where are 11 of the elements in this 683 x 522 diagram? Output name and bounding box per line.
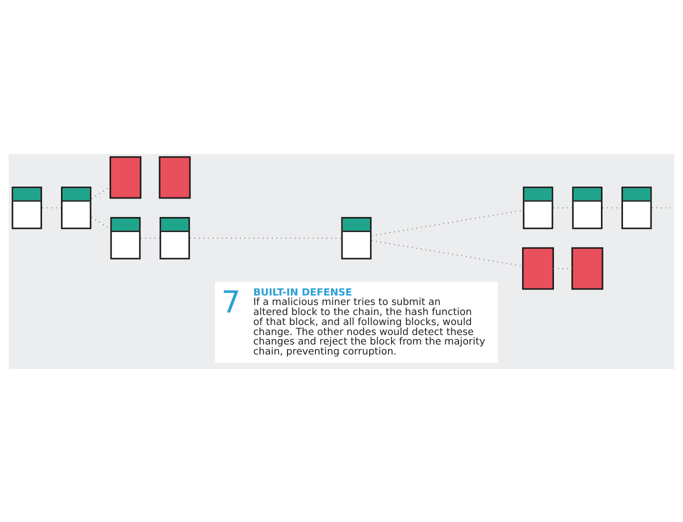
node-box: [571, 246, 604, 290]
connector: [91, 186, 110, 199]
label: 7: [221, 285, 241, 320]
connector: [372, 240, 523, 266]
node-box: [110, 156, 142, 198]
label: If a malicious miner tries to submit an altered block to the chain, the hash function of that block, and all following blocks, would change. The other nodes would detect these changes and reject the block from the majority chain, preventing corruption.: [253, 296, 486, 358]
connector: [371, 209, 523, 236]
node-box: [522, 246, 554, 290]
label: BUILT-IN DEFENSE: [253, 286, 352, 298]
connector: [91, 216, 110, 229]
node-box: [158, 156, 191, 198]
